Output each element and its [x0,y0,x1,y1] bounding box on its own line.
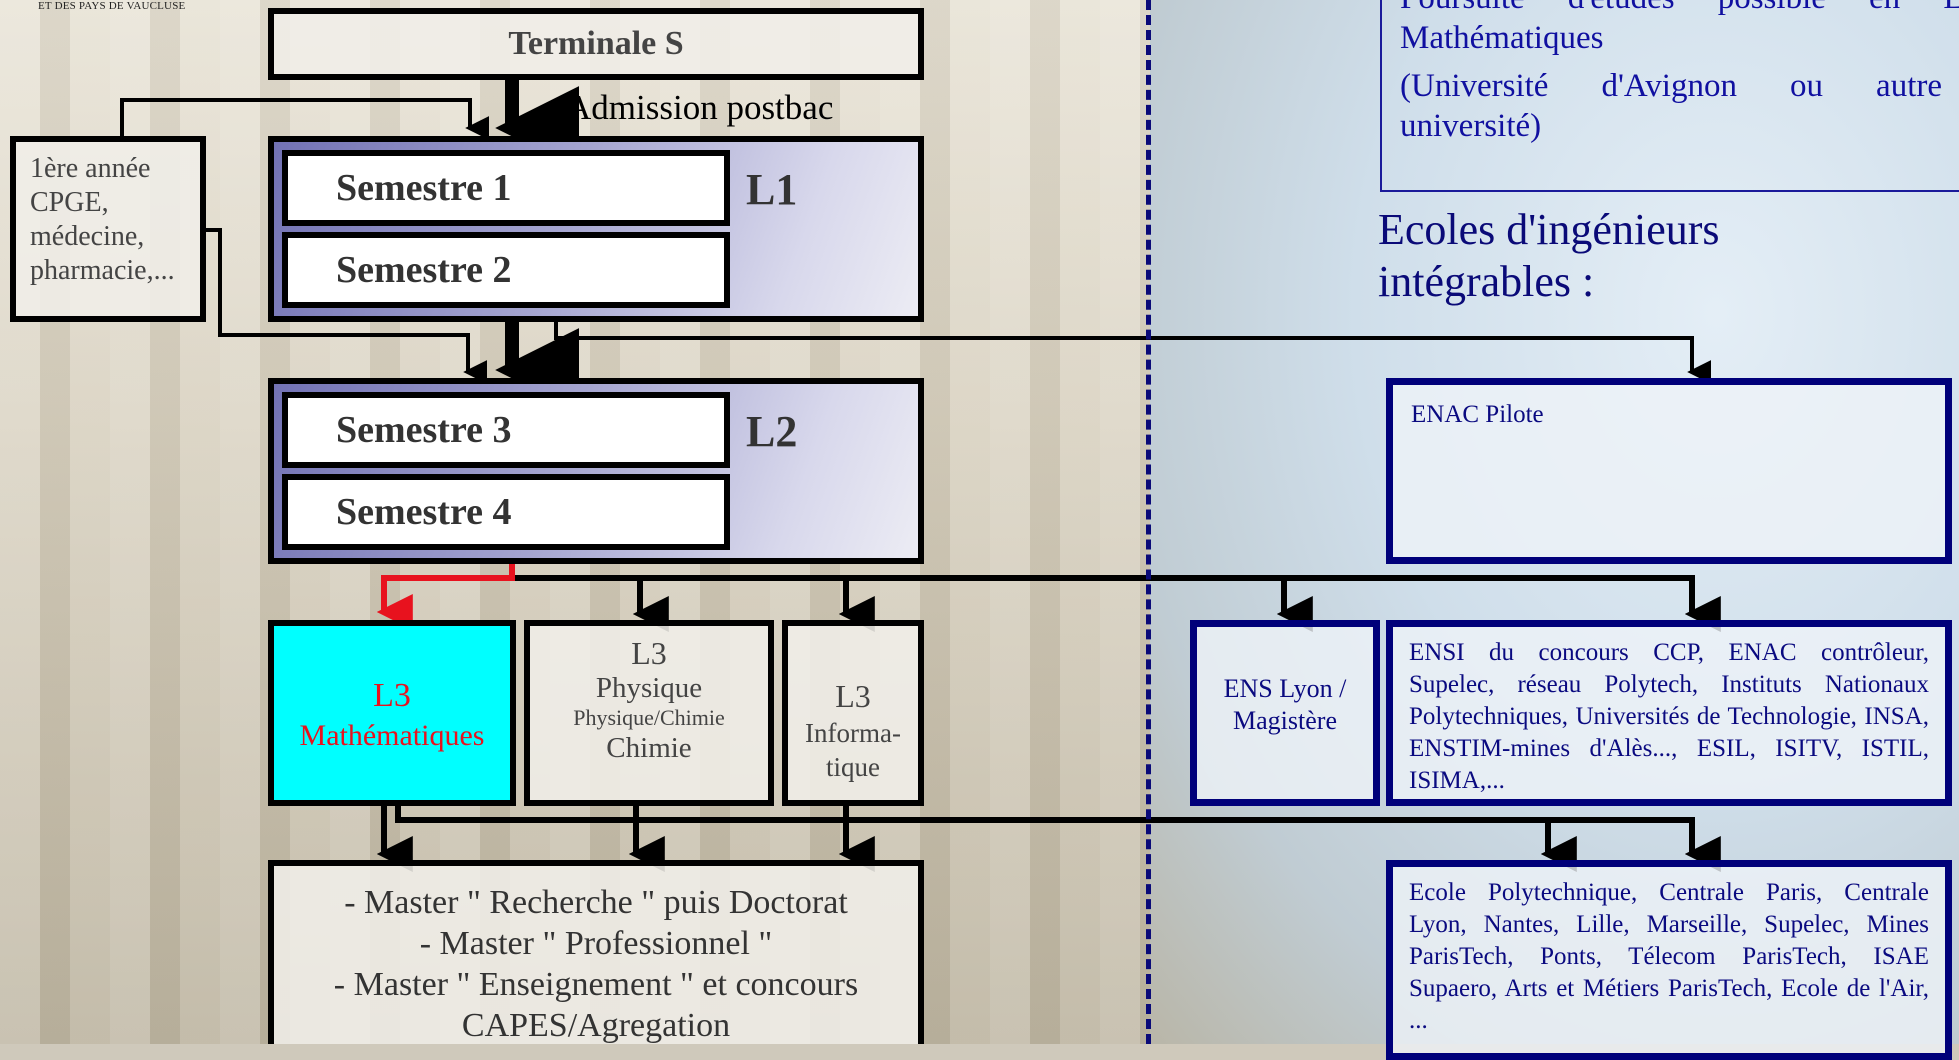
semestre-4: Semestre 4 [282,474,730,550]
ensi-concours-box: ENSI du concours CCP, ENAC contrôleur, S… [1386,620,1952,806]
cpge-line: 1ère année [30,153,151,184]
l3-phys-line2: Physique/Chimie [573,705,725,730]
cpge-line: pharmacie,... [30,255,175,286]
l2-label: L2 [746,407,798,456]
toptext-line: Mathématiques [1400,20,1604,56]
poursuite-etudes-box: Poursuite d'études possible en L3 Mathém… [1380,0,1959,192]
master-line: - Master " Recherche " puis Doctorat [344,884,848,921]
l3-info-line1: Informa- [805,718,901,748]
l3-phys-line3: Chimie [606,732,692,764]
l1-label: L1 [746,165,798,214]
semestre-2: Semestre 2 [282,232,730,308]
master-line: - Master " Professionnel " [419,925,773,962]
ens-line: Magistère [1233,706,1337,735]
ens-line: ENS Lyon / [1223,674,1347,703]
toptext-line: Poursuite d'études possible en L3 [1400,0,1959,18]
polytechnique-box: Ecole Polytechnique, Centrale Paris, Cen… [1386,860,1952,1060]
semestre-3: Semestre 3 [282,392,730,468]
dashed-divider [1146,0,1151,1044]
logo-text: ET DES PAYS DE VAUCLUSE [38,0,186,12]
arrow-cpge-l2 [206,228,488,384]
master-line: CAPES/Agregation [461,1007,731,1044]
master-line: - Master " Enseignement " et concours [333,966,859,1003]
l3-math-top: L3 [373,677,411,714]
l3-info-top: L3 [835,678,871,714]
l3-phys-top: L3 [631,635,667,671]
ecoles-title-line: intégrables : [1378,257,1595,306]
l3-math-label: Mathématiques [299,719,485,752]
l3-informatique-box: L3 Informa- tique [782,620,924,806]
arrow-cpge-l1 [120,98,490,140]
terminale-box: Terminale S [268,8,924,80]
admission-label: Admission postbac [566,88,834,127]
ecoles-title-line: Ecoles d'ingénieurs [1378,205,1720,254]
master-box: - Master " Recherche " puis Doctorat - M… [268,860,924,1044]
l3-physique-box: L3 Physique Physique/Chimie Chimie [524,620,774,806]
arrow-l1-enac [554,322,1712,384]
enac-pilote-box: ENAC Pilote [1386,378,1952,564]
cpge-line: CPGE, [30,187,109,218]
arrow-l2-l3-math [376,564,515,630]
l3-info-line2: tique [826,752,880,782]
arrow-l3-poly [395,806,1721,872]
toptext-line: (Université d'Avignon ou autre [1400,68,1942,104]
arrow-l2-ensi [512,575,1721,632]
toptext-line: université) [1400,108,1542,144]
cpge-box: 1ère année CPGE, médecine, pharmacie,... [10,136,206,322]
l3-mathematiques-box: L3 Mathématiques [268,620,516,806]
cpge-line: médecine, [30,221,145,252]
ens-lyon-box: ENS Lyon / Magistère [1190,620,1380,806]
ecoles-title: Ecoles d'ingénieurs intégrables : [1378,204,1720,308]
semestre-1: Semestre 1 [282,150,730,226]
l3-phys-line1: Physique [595,672,703,704]
